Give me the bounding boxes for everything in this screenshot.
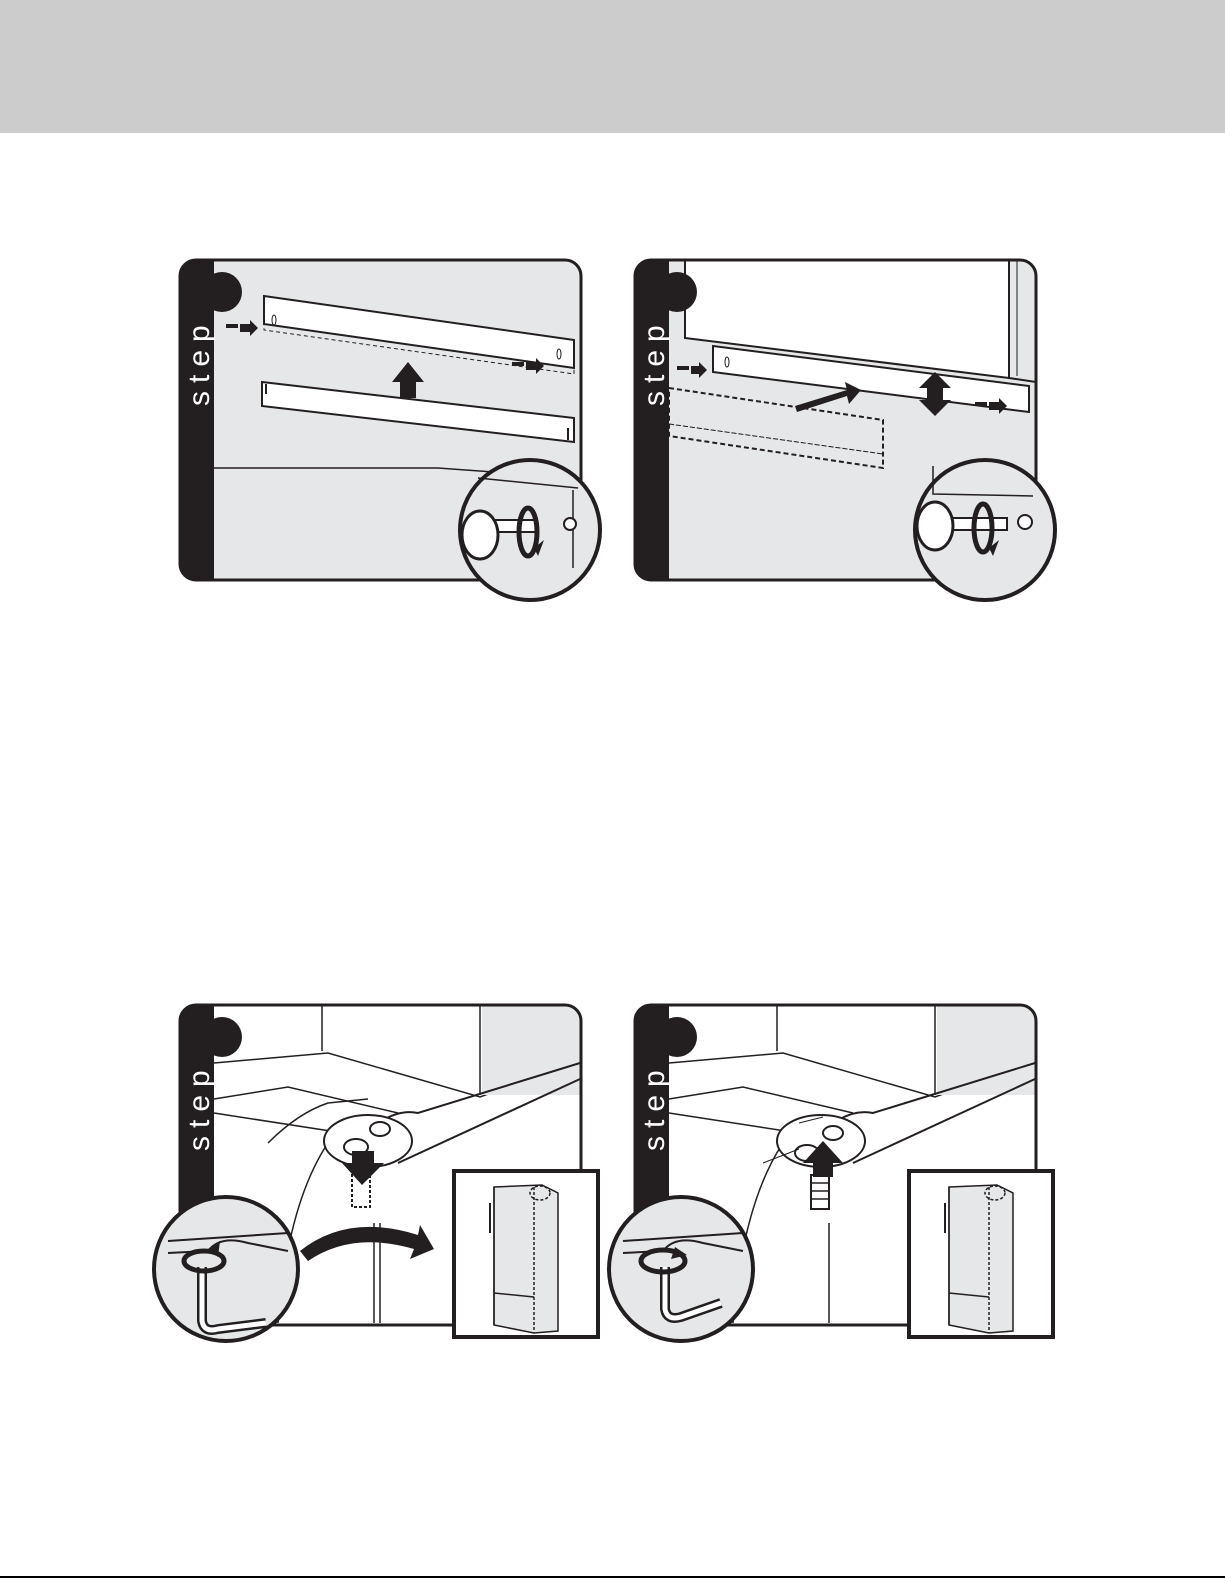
refrigerator-icon	[909, 1171, 1053, 1337]
step-label: step	[183, 317, 216, 406]
refrigerator-icon	[454, 1171, 598, 1337]
step-panel-1: step	[178, 258, 613, 603]
step-panel-3: step	[148, 1003, 603, 1348]
step-label: step	[638, 1062, 671, 1151]
step-label: step	[183, 1062, 216, 1151]
step-label: step	[638, 317, 671, 406]
step-strip	[180, 260, 214, 580]
hex-key-icon	[154, 1197, 298, 1341]
step-number-badge	[657, 1017, 697, 1057]
footer-rule	[0, 1576, 1225, 1578]
step-number-badge	[202, 272, 242, 312]
step-number-badge	[202, 1017, 242, 1057]
step-panel-2: step	[633, 258, 1068, 603]
screwdriver-icon	[915, 460, 1055, 600]
step-number-badge	[657, 272, 697, 312]
header-band	[0, 0, 1225, 133]
screwdriver-icon	[460, 460, 600, 600]
step-panel-4: step	[603, 1003, 1058, 1348]
hex-key-icon	[609, 1197, 753, 1341]
step-strip	[635, 260, 669, 580]
